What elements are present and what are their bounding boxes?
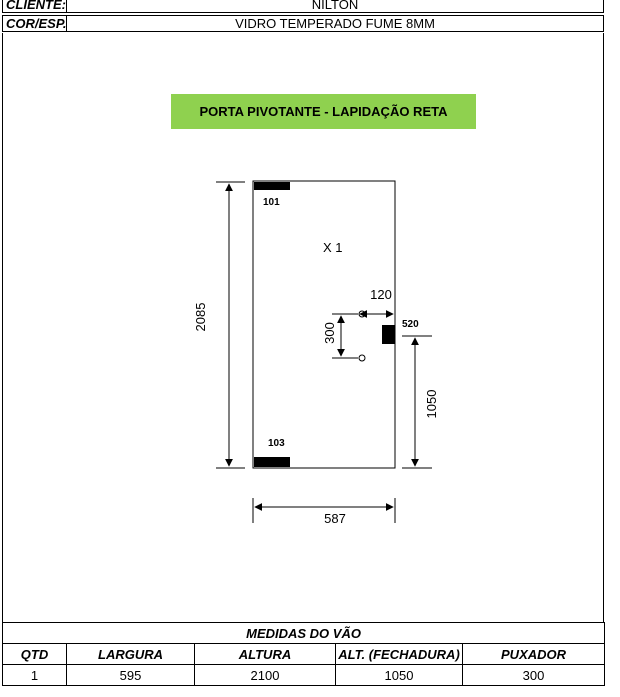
col-alt-fechadura: ALT. (FECHADURA) [335, 643, 463, 665]
col-puxador: PUXADOR [461, 643, 606, 665]
top-hinge [254, 182, 290, 190]
col-altura: ALTURA [194, 643, 336, 665]
opening-measures-table: MEDIDAS DO VÃO QTD LARGURA ALTURA ALT. (… [1, 622, 606, 686]
handle-offset-label: 120 [370, 287, 392, 302]
door-drawing: 101 103 520 X 1 2085 587 120 300 1050 [193, 180, 439, 526]
measures-caption: MEDIDAS DO VÃO [1, 622, 606, 644]
lock-label: 520 [402, 319, 419, 330]
bottom-hinge-label: 103 [268, 438, 285, 449]
lock-block [382, 325, 395, 344]
color-row: COR/ESP. VIDRO TEMPERADO FUME 8MM [2, 15, 604, 32]
handle-spacing-label: 300 [322, 322, 337, 344]
height-dimension-label: 2085 [193, 303, 208, 332]
color-label: COR/ESP. [3, 16, 67, 31]
product-title-banner: PORTA PIVOTANTE - LAPIDAÇÃO RETA [171, 94, 476, 129]
cell-altura: 2100 [194, 664, 336, 686]
drawing-area [2, 33, 604, 622]
cell-largura: 595 [66, 664, 195, 686]
quantity-mark: X 1 [323, 240, 343, 255]
table-row: 1 595 2100 1050 300 [2, 664, 606, 686]
cell-qtd: 1 [2, 664, 67, 686]
client-label: CLIENTE: [3, 0, 67, 12]
client-row: CLIENTE: NILTON [2, 0, 604, 13]
cell-puxador: 300 [461, 664, 606, 686]
cell-alt-fechadura: 1050 [335, 664, 463, 686]
col-qtd: QTD [2, 643, 67, 665]
lock-height-label: 1050 [424, 390, 439, 419]
client-value: NILTON [311, 0, 359, 12]
handle-hole-bottom [358, 354, 366, 362]
width-dimension-label: 587 [324, 511, 346, 526]
bottom-hinge [254, 457, 290, 467]
glass-panel [252, 180, 396, 469]
top-hinge-label: 101 [263, 197, 280, 208]
color-value: VIDRO TEMPERADO FUME 8MM [235, 16, 435, 31]
measures-header-row: QTD LARGURA ALTURA ALT. (FECHADURA) PUXA… [2, 643, 606, 665]
col-largura: LARGURA [66, 643, 195, 665]
